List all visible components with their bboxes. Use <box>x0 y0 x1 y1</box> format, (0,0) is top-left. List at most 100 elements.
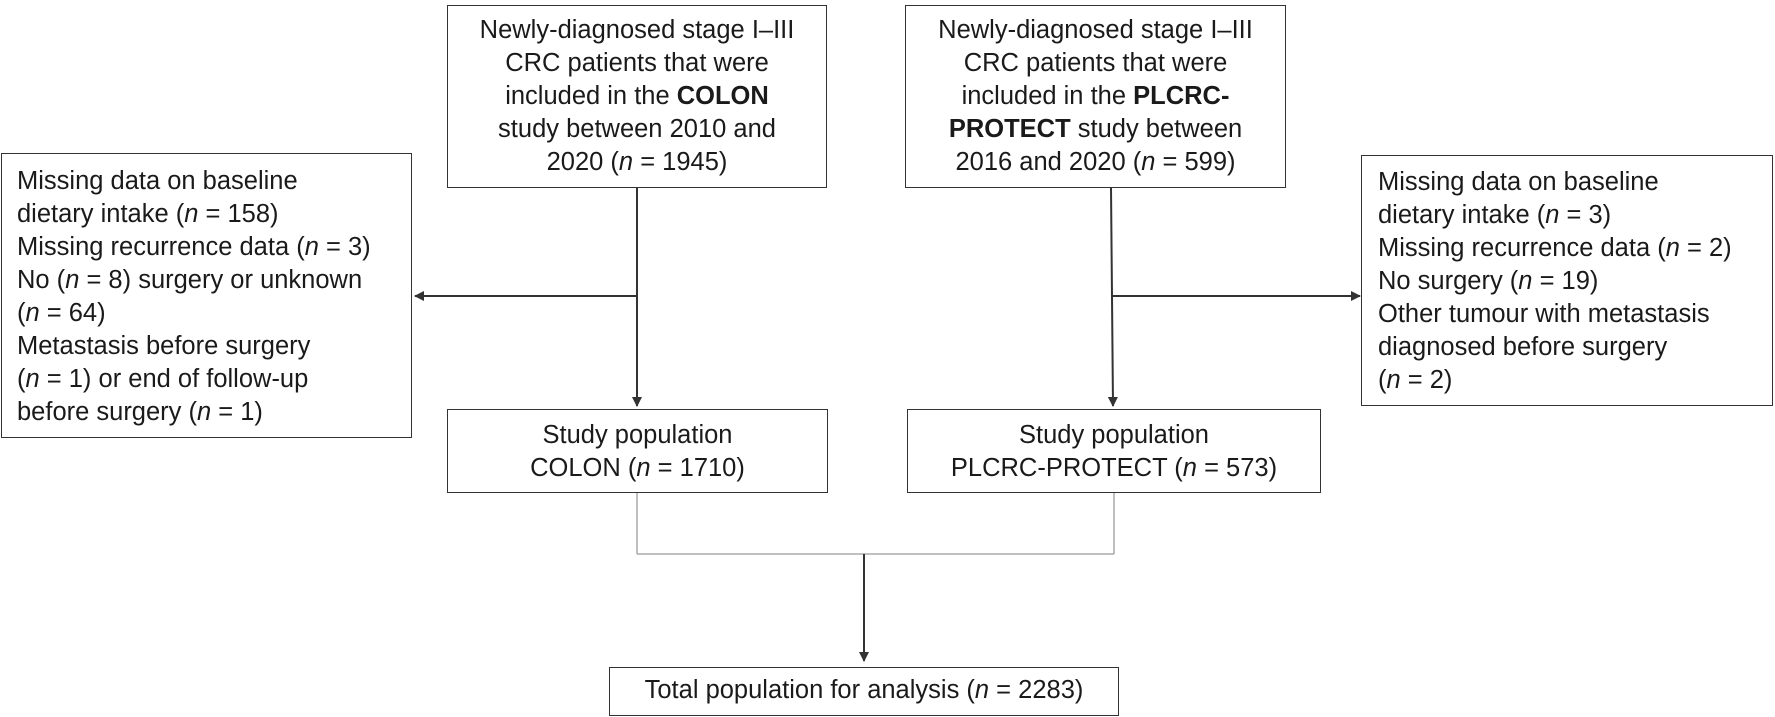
box-text-line: Missing data on baseline <box>17 165 411 198</box>
variable-n: n <box>65 266 80 294</box>
box-text-line: Newly-diagnosed stage I–III <box>906 14 1285 47</box>
text-run: = 2) <box>1400 366 1453 394</box>
text-run: = 1) <box>211 398 263 426</box>
text-run: No ( <box>17 266 66 294</box>
colon-exclusions-box: Missing data on baseline dietary intake (… <box>1 153 412 438</box>
variable-n: n <box>1545 201 1560 229</box>
text-run: study between 2010 and <box>498 115 776 143</box>
text-run: study between <box>1070 115 1243 143</box>
text-run: diagnosed before surgery <box>1378 333 1668 361</box>
text-run: PLCRC-PROTECT ( <box>950 454 1183 482</box>
box-text-line: No surgery (n = 19) <box>1378 265 1772 298</box>
box-text-line: diagnosed before surgery <box>1378 331 1772 364</box>
box-text-line: CRC patients that were <box>906 47 1285 80</box>
text-run: ( <box>1378 366 1387 394</box>
box-text-line: PLCRC-PROTECT (n = 573) <box>908 452 1320 485</box>
text-run: = 2283) <box>989 676 1084 704</box>
variable-n: n <box>618 148 634 176</box>
text-run: dietary intake ( <box>17 200 185 228</box>
text-run: Newly-diagnosed stage I–III <box>479 16 795 44</box>
box-text-line: dietary intake (n = 158) <box>17 198 411 231</box>
text-run: Study population <box>542 421 733 449</box>
text-run: = 2) <box>1679 234 1732 262</box>
box-text-line: included in the COLON <box>448 80 826 113</box>
box-text-line: 2016 and 2020 (n = 599) <box>906 146 1285 179</box>
variable-n: n <box>184 200 199 228</box>
text-run: 2016 and 2020 ( <box>955 148 1142 176</box>
text-run: No surgery ( <box>1378 267 1519 295</box>
text-run: before surgery ( <box>17 398 197 426</box>
box-text-line: Total population for analysis (n = 2283) <box>610 674 1118 707</box>
box-text-line: 2020 (n = 1945) <box>448 146 826 179</box>
study-name: PLCRC- <box>1133 82 1230 110</box>
variable-n: n <box>636 454 651 482</box>
text-run: ( <box>17 365 26 393</box>
text-run: Missing recurrence data ( <box>1378 234 1666 262</box>
box-text-line: Missing data on baseline <box>1378 166 1772 199</box>
text-run: = 1) or end of follow-up <box>39 365 309 393</box>
text-run: = 1710) <box>650 454 745 482</box>
box-text-line: Other tumour with metastasis <box>1378 298 1772 331</box>
box-text-line: CRC patients that were <box>448 47 826 80</box>
box-text-line: Newly-diagnosed stage I–III <box>448 14 826 47</box>
text-run: Other tumour with metastasis <box>1378 300 1710 328</box>
box-text-line: Missing recurrence data (n = 3) <box>17 231 411 264</box>
box-text-line: Missing recurrence data (n = 2) <box>1378 232 1772 265</box>
text-run: = 158) <box>198 200 279 228</box>
text-run: Study population <box>1019 421 1209 449</box>
text-run: Missing data on baseline <box>17 167 298 195</box>
study-name: COLON <box>676 82 769 110</box>
variable-n: n <box>1665 234 1680 262</box>
plcrc-source-box: Newly-diagnosed stage I–III CRC patients … <box>905 5 1286 188</box>
variable-n: n <box>1182 454 1197 482</box>
text-run: Missing data on baseline <box>1378 168 1659 196</box>
text-run: Newly-diagnosed stage I–III <box>938 16 1253 44</box>
box-text-line: included in the PLCRC- <box>906 80 1285 113</box>
box-text-line: before surgery (n = 1) <box>17 396 411 429</box>
text-run: = 573) <box>1196 454 1278 482</box>
variable-n: n <box>304 233 319 261</box>
variable-n: n <box>1518 267 1533 295</box>
variable-n: n <box>25 299 40 327</box>
box-text-line: Study population <box>908 419 1320 452</box>
text-run: included in the <box>961 82 1134 110</box>
text-run: 2020 ( <box>546 148 619 176</box>
variable-n: n <box>974 676 990 704</box>
plcrc-exclusions-box: Missing data on baseline dietary intake (… <box>1361 155 1773 406</box>
total-population-box: Total population for analysis (n = 2283) <box>609 667 1119 716</box>
box-text-line: Metastasis before surgery <box>17 330 411 363</box>
text-run: included in the <box>505 82 677 110</box>
variable-n: n <box>25 365 40 393</box>
text-run: = 599) <box>1155 148 1236 176</box>
text-run: = 1945) <box>633 148 728 176</box>
text-run: Total population for analysis ( <box>644 676 975 704</box>
text-run: = 19) <box>1532 267 1599 295</box>
box-text-line: dietary intake (n = 3) <box>1378 199 1772 232</box>
text-run: = 64) <box>39 299 106 327</box>
variable-n: n <box>197 398 212 426</box>
colon-source-box: Newly-diagnosed stage I–III CRC patients … <box>447 5 827 188</box>
box-text-line: (n = 64) <box>17 297 411 330</box>
study-name: PROTECT <box>948 115 1071 143</box>
variable-n: n <box>1141 148 1156 176</box>
variable-n: n <box>1386 366 1401 394</box>
text-run: COLON ( <box>530 454 637 482</box>
text-run: = 3) <box>1559 201 1612 229</box>
box-text-line: (n = 1) or end of follow-up <box>17 363 411 396</box>
box-text-line: Study population <box>448 419 827 452</box>
text-run: Metastasis before surgery <box>17 332 311 360</box>
box-text-line: PROTECT study between <box>906 113 1285 146</box>
text-run: = 3) <box>318 233 371 261</box>
box-text-line: study between 2010 and <box>448 113 826 146</box>
box-text-line: COLON (n = 1710) <box>448 452 827 485</box>
text-run: CRC patients that were <box>505 49 769 77</box>
text-run: CRC patients that were <box>963 49 1228 77</box>
text-run: = 8) surgery or unknown <box>79 266 363 294</box>
text-run: dietary intake ( <box>1378 201 1546 229</box>
text-run: Missing recurrence data ( <box>17 233 305 261</box>
box-text-line: (n = 2) <box>1378 364 1772 397</box>
box-text-line: No (n = 8) surgery or unknown <box>17 264 411 297</box>
